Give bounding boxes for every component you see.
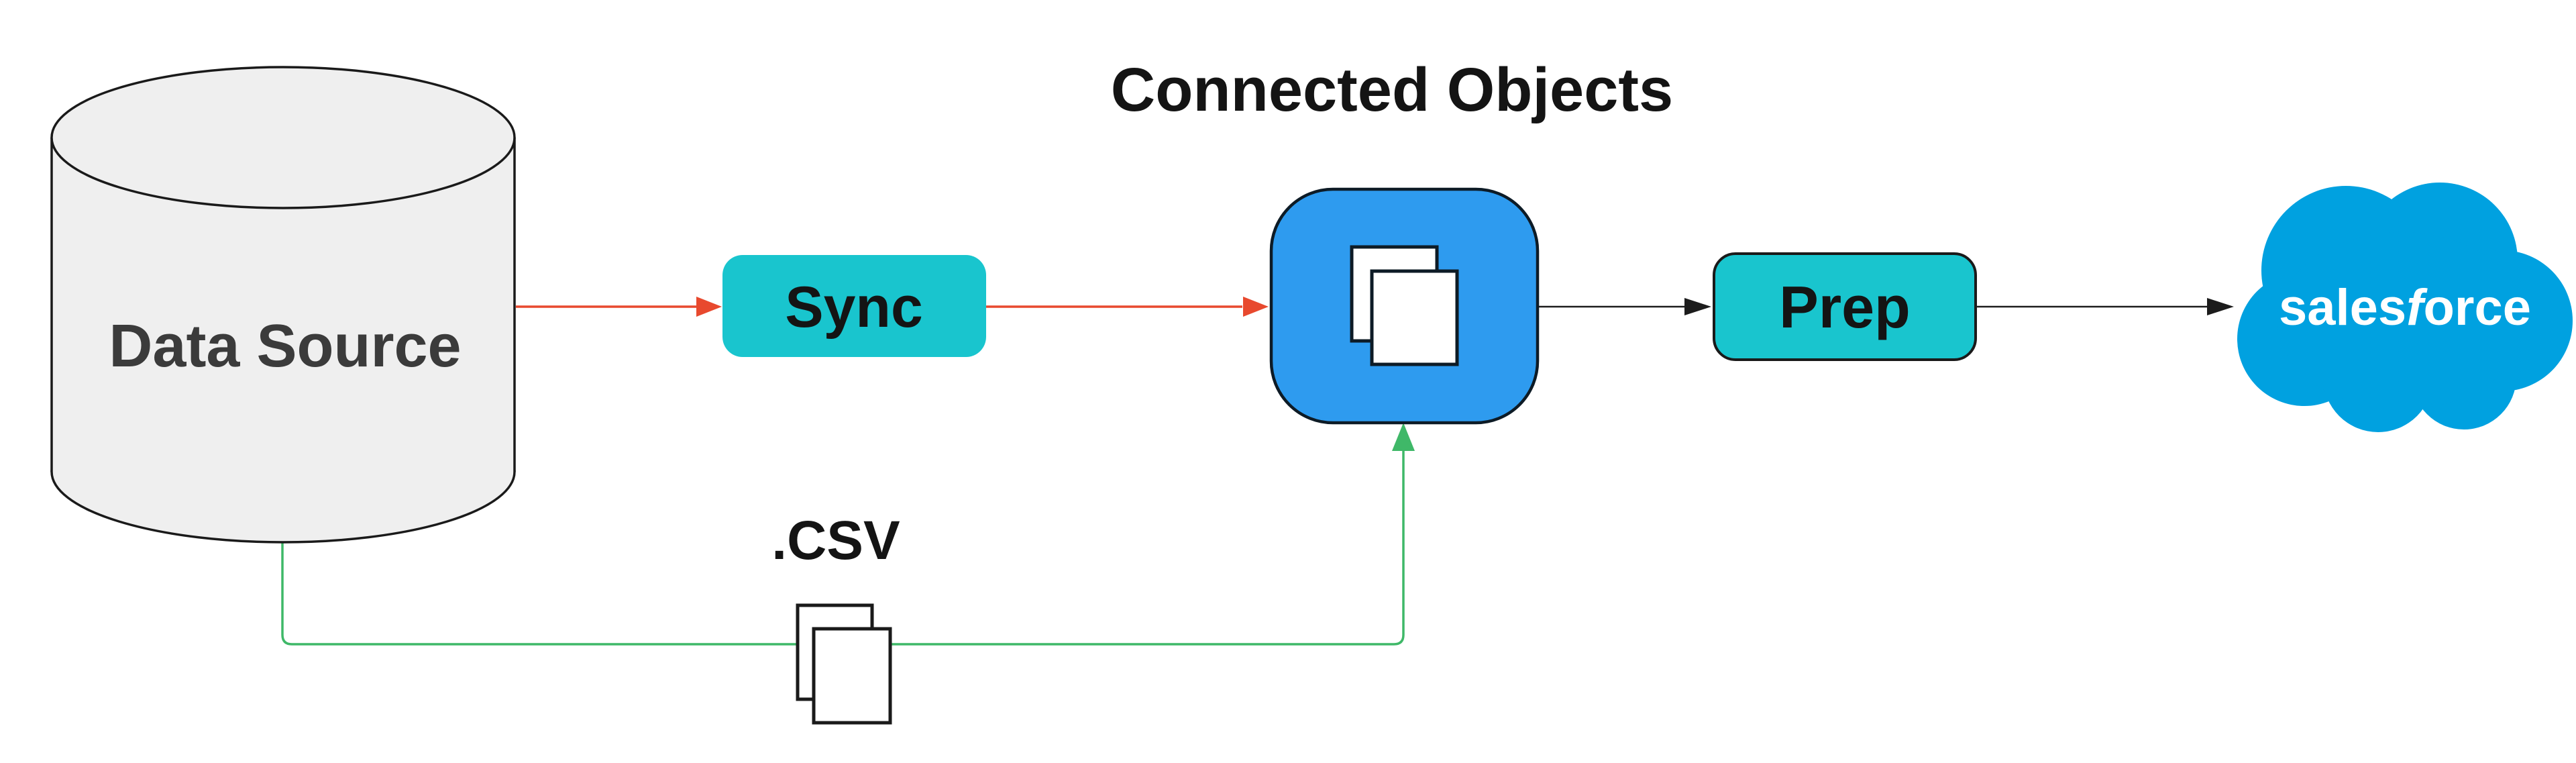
salesforce-label-part3: orce: [2423, 279, 2531, 336]
csv-documents-icon: [796, 603, 892, 725]
prep-label: Prep: [1779, 274, 1911, 340]
green-arrowhead-icon: [1392, 423, 1415, 451]
arrowhead-icon: [2207, 298, 2234, 315]
salesforce-label-part1: sales: [2279, 279, 2406, 336]
black-arrow-prep-to-salesforce: [1976, 298, 2234, 315]
red-arrow-sync-to-connected: [986, 297, 1269, 317]
documents-icon: [1350, 245, 1459, 366]
cylinder-top: [50, 66, 516, 209]
salesforce-cloud-logo: salesforce: [2237, 183, 2573, 432]
document-front: [812, 627, 892, 725]
arrowhead-icon: [1243, 297, 1269, 317]
data-source-node: Data Source: [50, 66, 516, 544]
red-arrow-source-to-sync: [516, 297, 722, 317]
sync-box: [722, 255, 986, 357]
sync-label: Sync: [785, 275, 923, 340]
sync-node: Sync: [722, 255, 986, 357]
cloud-icon: [2237, 183, 2573, 432]
prep-node: Prep: [1713, 252, 1977, 361]
connected-objects-title: Connected Objects: [1111, 56, 1673, 124]
document-front: [1370, 269, 1459, 366]
connected-objects-node: Connected Objects: [1111, 56, 1673, 425]
data-source-label: Data Source: [109, 313, 461, 380]
black-arrow-connected-to-prep: [1539, 298, 1711, 315]
arrowhead-icon: [696, 297, 722, 317]
salesforce-logo-label: salesforce: [2279, 279, 2531, 336]
arrowhead-icon: [1684, 298, 1711, 315]
csv-label: .CSV: [771, 510, 900, 571]
csv-node: .CSV: [771, 510, 900, 725]
